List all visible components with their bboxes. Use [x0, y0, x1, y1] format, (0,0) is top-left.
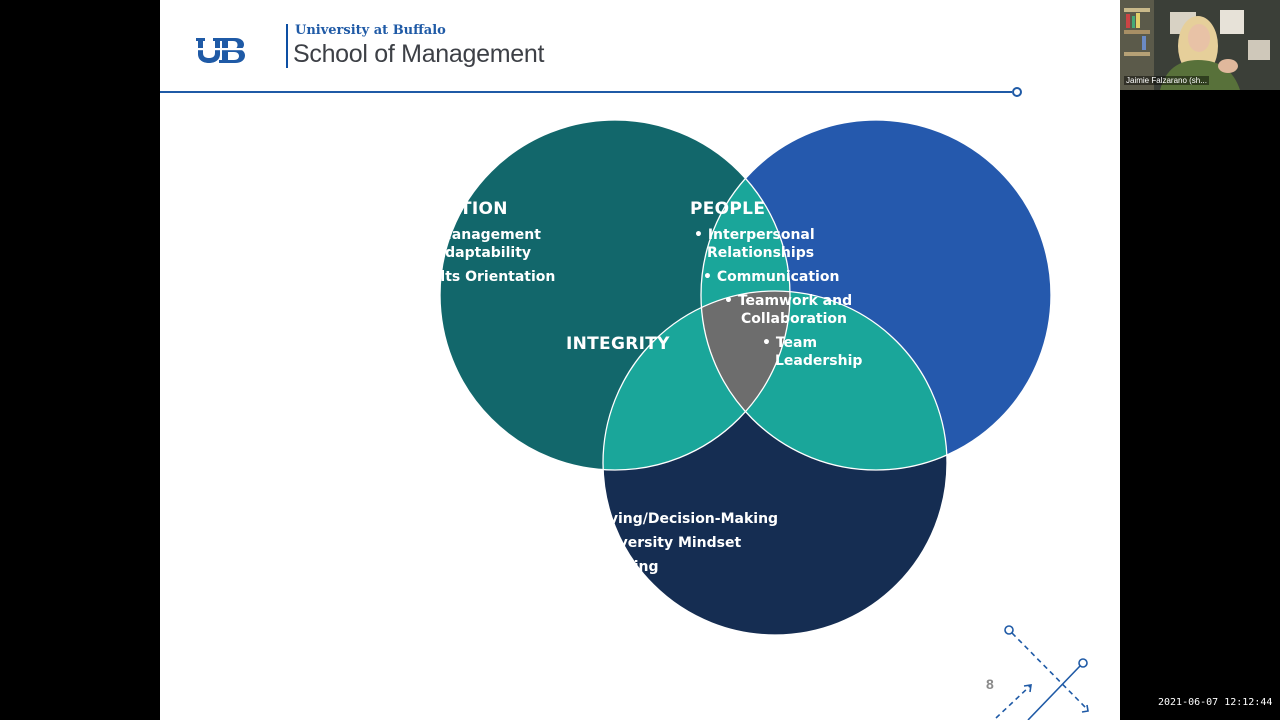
participant-video-feed: [1120, 0, 1280, 90]
university-name: University at Buffalo: [295, 23, 446, 38]
thinking-item: • Problem-Solving/Decision-Making: [499, 511, 778, 527]
people-item: Leadership: [775, 353, 862, 369]
motivation-item: • Self-Management: [388, 227, 541, 243]
motivation-item: and Adaptability: [400, 245, 531, 261]
presentation-slide: University at Buffalo School of Manageme…: [160, 0, 1120, 720]
recording-timestamp: 2021-06-07 12:12:44: [1158, 697, 1273, 708]
logo-divider: [286, 24, 288, 68]
header-divider-line: [160, 87, 1022, 97]
school-name: School of Management: [293, 40, 545, 68]
motivation-title: MOTIVATION: [385, 199, 508, 219]
thinking-item: • Strategic Thinking: [499, 559, 659, 575]
thinking-title: THINKING: [496, 483, 592, 503]
people-item: • Teamwork and: [724, 293, 852, 309]
thinking-item: • Global and Diversity Mindset: [499, 535, 741, 551]
ub-monogram-icon: [194, 38, 248, 63]
motivation-item: • Results Orientation: [388, 269, 555, 285]
competency-venn-diagram: MOTIVATION • Self-Management and Adaptab…: [385, 119, 1052, 636]
page-number: 8: [986, 676, 994, 692]
venn-outlines: [439, 119, 1052, 636]
people-item: • Interpersonal: [694, 227, 815, 243]
people-item: • Communication: [703, 269, 839, 285]
people-title: PEOPLE: [690, 199, 765, 219]
people-item: Relationships: [707, 245, 814, 261]
integrity-label: INTEGRITY: [566, 334, 670, 354]
participant-name: Jaimie Falzarano (sh...: [1124, 76, 1209, 85]
people-item: Collaboration: [741, 311, 847, 327]
people-item: • Team: [762, 335, 817, 351]
decorative-arrows-icon: [995, 625, 1089, 720]
participant-video-tile[interactable]: Jaimie Falzarano (sh...: [1120, 0, 1280, 90]
